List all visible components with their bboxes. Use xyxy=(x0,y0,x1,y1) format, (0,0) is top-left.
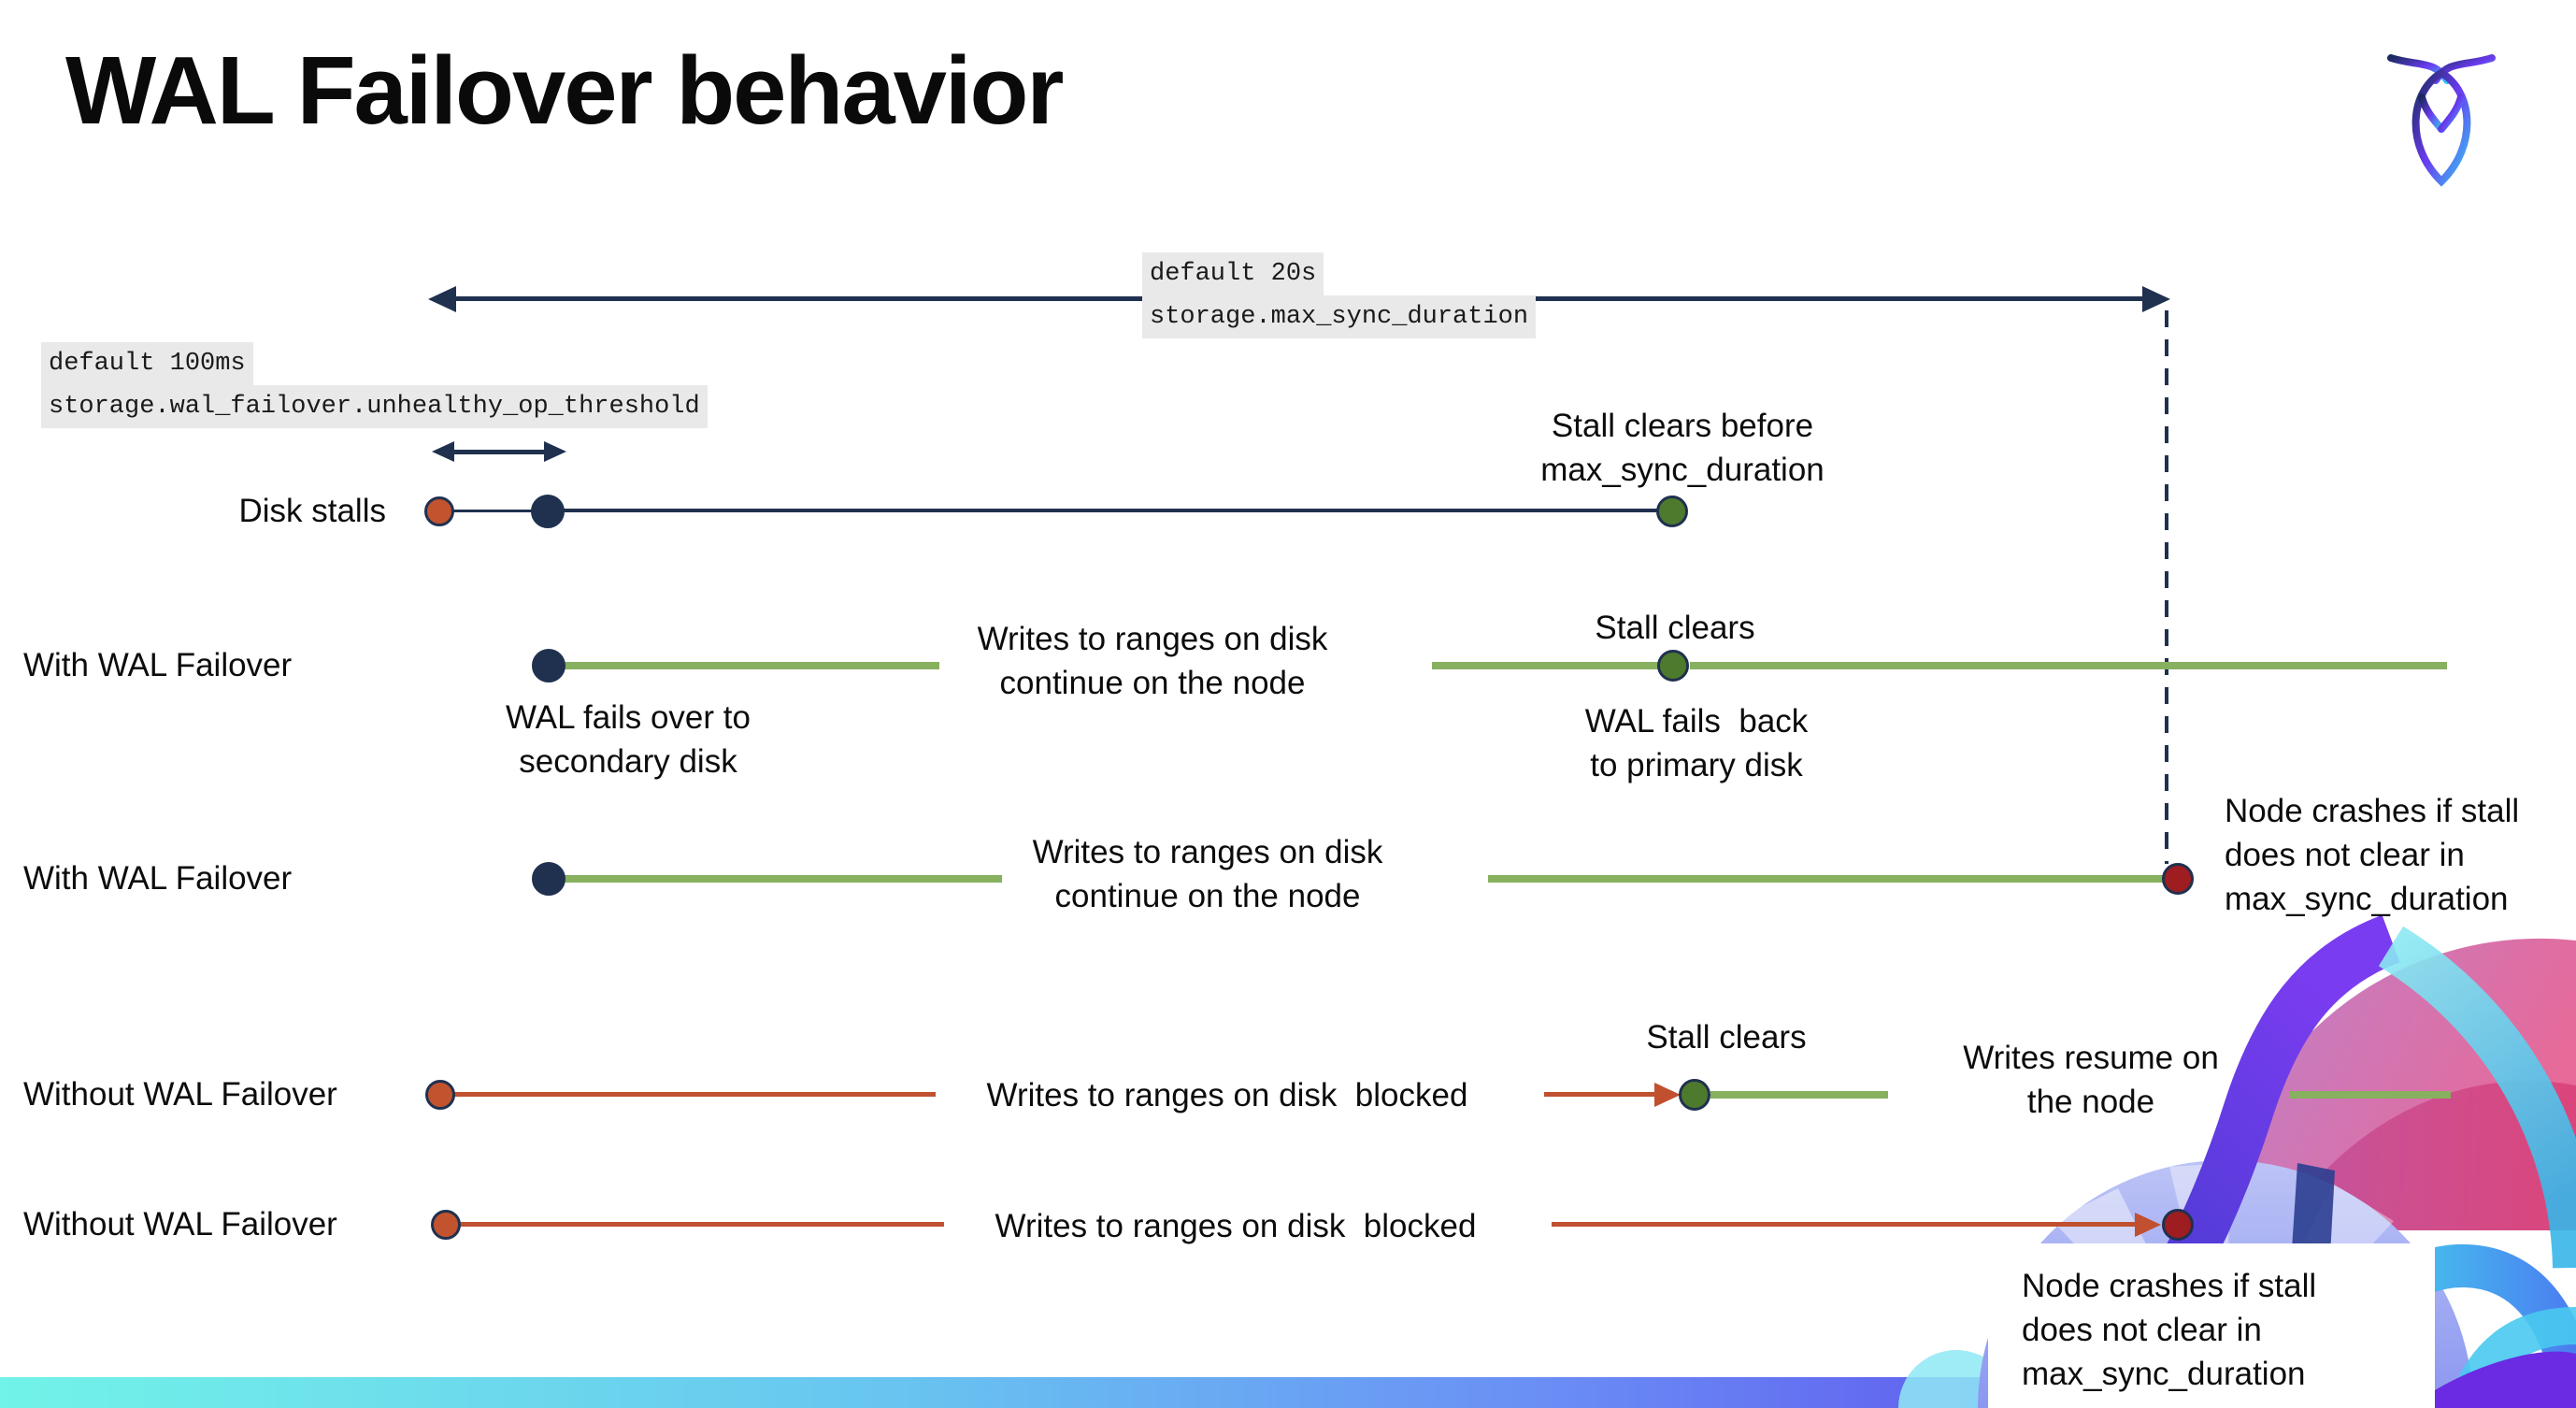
wal-fails-back-note: WAL fails back to primary disk xyxy=(1584,703,1809,783)
failover-dot-row2 xyxy=(532,649,565,682)
disk-stall-timeline xyxy=(547,509,1673,512)
max-sync-duration-callout: default 20s storage.max_sync_duration xyxy=(1142,252,1537,338)
writes-continue-note-row3: Writes to ranges on disk continue on the… xyxy=(1032,834,1383,914)
unhealthy-op-threshold-callout: default 100ms storage.wal_failover.unhea… xyxy=(41,342,708,428)
blocked-arrow-line-row4 xyxy=(1544,1092,1666,1097)
max-sync-span-arrowhead-left xyxy=(428,286,456,312)
row-label-with-wal-failover-1: With WAL Failover xyxy=(23,647,293,683)
threshold-span-line xyxy=(447,450,551,454)
writes-blocked-line-row4 xyxy=(440,1092,936,1097)
blocked-arrowhead-row5 xyxy=(2135,1213,2161,1237)
node-crashes-note-row3: Node crashes if stall does not clear in … xyxy=(2225,793,2520,917)
row-label-disk-stalls: Disk stalls xyxy=(238,493,386,529)
page-title: WAL Failover behavior xyxy=(65,36,1065,144)
unhealthy-op-setting-name: storage.wal_failover.unhealthy_op_thresh… xyxy=(41,385,708,428)
max-sync-span-arrowhead-right xyxy=(2142,286,2170,312)
stall-clears-before-note: Stall clears before max_sync_duration xyxy=(1540,408,1825,488)
writes-continue-note-row2: Writes to ranges on disk continue on the… xyxy=(977,621,1328,701)
cockroachdb-logo-icon xyxy=(2387,54,2496,187)
writes-continue-line-b-row3 xyxy=(1488,875,2163,883)
max-sync-deadline-dashed-line xyxy=(2165,310,2168,864)
threshold-span-arrowhead-right xyxy=(544,441,566,462)
stall-clears-note-row2: Stall clears xyxy=(1595,610,1755,646)
failover-trigger-dot xyxy=(531,495,565,528)
stall-clears-dot-row2 xyxy=(1657,650,1689,682)
row-label-with-wal-failover-2: With WAL Failover xyxy=(23,860,293,897)
stall-clears-dot-row1 xyxy=(1656,496,1688,527)
stall-threshold-line xyxy=(439,510,547,512)
writes-continue-line-c-row2 xyxy=(1690,662,2447,669)
writes-continue-line-a-row3 xyxy=(561,875,1002,883)
node-crashes-callout-box: Node crashes if stall does not clear in … xyxy=(1988,1243,2435,1408)
unhealthy-op-default-value: default 100ms xyxy=(41,342,253,385)
stall-clears-note-row4: Stall clears xyxy=(1646,1019,1807,1056)
node-crash-dot-row5 xyxy=(2162,1209,2194,1241)
node-crash-dot-row3 xyxy=(2162,863,2194,895)
blocked-arrow-line-row5 xyxy=(1552,1222,2146,1227)
writes-continue-line-b-row2 xyxy=(1432,662,1658,669)
writes-blocked-note-row4: Writes to ranges on disk blocked xyxy=(986,1077,1468,1113)
row-label-without-wal-failover-2: Without WAL Failover xyxy=(23,1206,337,1243)
stall-dot-row5 xyxy=(431,1210,461,1240)
disk-stall-start-dot xyxy=(424,496,454,526)
writes-blocked-note-row5: Writes to ranges on disk blocked xyxy=(995,1208,1477,1244)
writes-blocked-line-row5 xyxy=(446,1222,944,1227)
writes-resume-line-b-row4 xyxy=(2290,1091,2451,1099)
node-crashes-note-row5: Node crashes if stall does not clear in … xyxy=(2022,1268,2317,1392)
failover-dot-row3 xyxy=(532,862,565,896)
row-label-without-wal-failover-1: Without WAL Failover xyxy=(23,1076,337,1113)
blocked-arrowhead-row4 xyxy=(1654,1083,1681,1107)
stall-clears-dot-row4 xyxy=(1679,1079,1710,1111)
writes-resume-line-a-row4 xyxy=(1710,1091,1888,1099)
max-sync-default-value: default 20s xyxy=(1142,252,1324,295)
writes-resume-note: Writes resume on the node xyxy=(1963,1040,2219,1120)
max-sync-setting-name: storage.max_sync_duration xyxy=(1142,295,1537,338)
writes-continue-line-a-row2 xyxy=(561,662,939,669)
stall-dot-row4 xyxy=(425,1080,455,1110)
wal-fails-over-note: WAL fails over to secondary disk xyxy=(506,699,751,780)
threshold-span-arrowhead-left xyxy=(432,441,454,462)
